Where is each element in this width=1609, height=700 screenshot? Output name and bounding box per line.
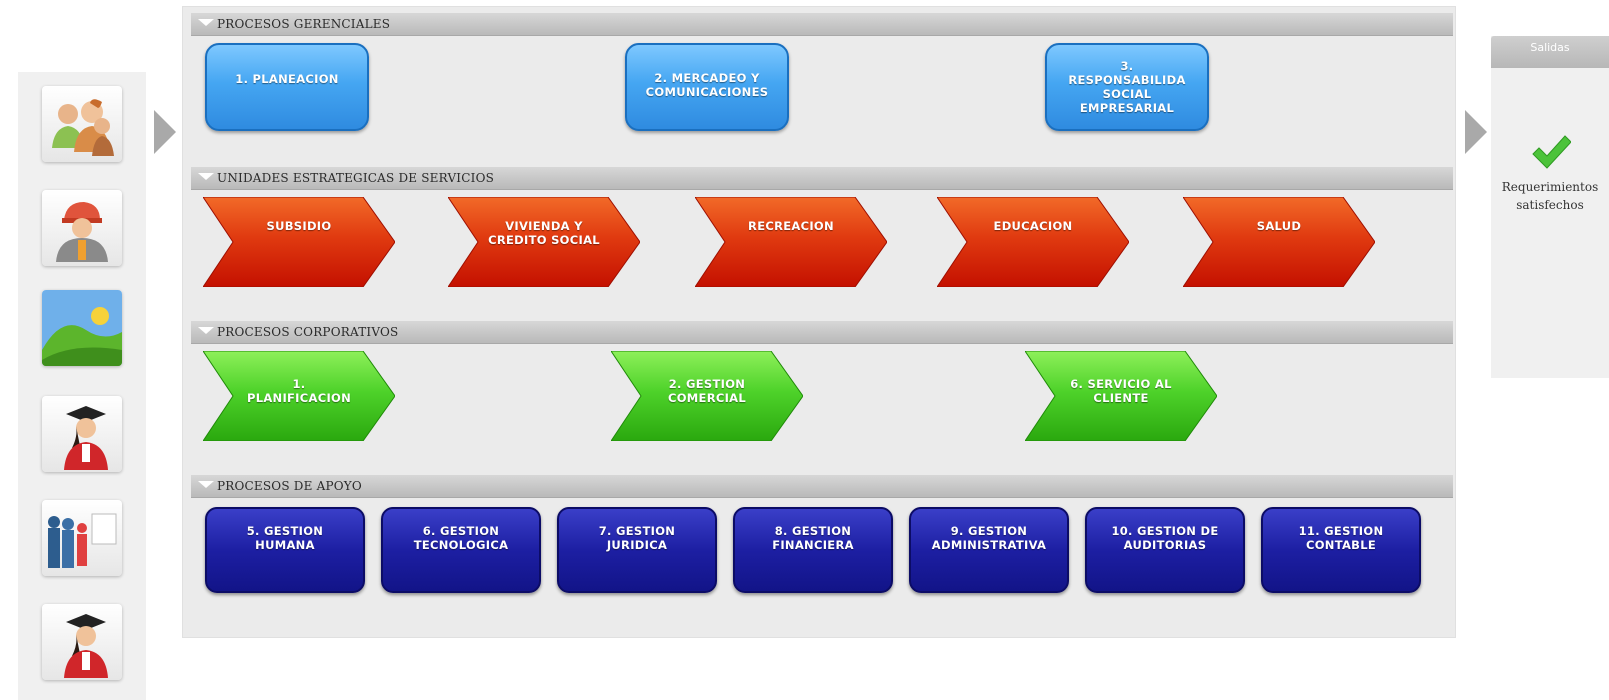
service-chevron[interactable]: SALUD [1183, 197, 1375, 287]
presentation-icon[interactable] [42, 500, 122, 576]
section-title: UNIDADES ESTRATEGICAS DE SERVICIOS [217, 171, 495, 185]
section-header-gerenciales[interactable]: PROCESOS GERENCIALES [191, 13, 1453, 36]
section-title: PROCESOS CORPORATIVOS [217, 325, 399, 339]
section-title: PROCESOS GERENCIALES [217, 17, 391, 31]
output-panel: Salidas Requerimientos satisfechos [1491, 36, 1609, 378]
chevron-label: 2. GESTION COMERCIAL [667, 377, 747, 405]
landscape-icon[interactable] [42, 290, 122, 366]
worker-icon[interactable] [42, 190, 122, 266]
support-process-button[interactable]: 10. GESTION DE AUDITORIAS [1085, 507, 1245, 593]
section-title: PROCESOS DE APOYO [217, 479, 362, 493]
graduate-icon[interactable] [42, 604, 122, 680]
support-process-button[interactable]: 11. GESTION CONTABLE [1261, 507, 1421, 593]
flow-arrow-icon [1463, 110, 1487, 154]
users-group-icon[interactable] [42, 86, 122, 162]
collapse-triangle-icon[interactable] [195, 475, 217, 497]
service-chevron[interactable]: SUBSIDIO [203, 197, 395, 287]
flow-arrow-icon [152, 110, 176, 154]
support-process-button[interactable]: 8. GESTION FINANCIERA [733, 507, 893, 593]
process-button[interactable]: 3. RESPONSABILIDA SOCIAL EMPRESARIAL [1045, 43, 1209, 131]
support-process-button[interactable]: 6. GESTION TECNOLOGICA [381, 507, 541, 593]
support-process-button[interactable]: 7. GESTION JURIDICA [557, 507, 717, 593]
process-button[interactable]: 1. PLANEACION [205, 43, 369, 131]
process-button[interactable]: 2. MERCADEO Y COMUNICACIONES [625, 43, 789, 131]
output-header: Salidas [1491, 36, 1609, 68]
chevron-label: SALUD [1256, 219, 1302, 233]
section-header-corporativos[interactable]: PROCESOS CORPORATIVOS [191, 321, 1453, 344]
chevron-label: 1. PLANIFICACION [246, 377, 352, 405]
section-header-estrategicas[interactable]: UNIDADES ESTRATEGICAS DE SERVICIOS [191, 167, 1453, 190]
service-chevron[interactable]: RECREACION [695, 197, 887, 287]
collapse-triangle-icon[interactable] [195, 167, 217, 189]
corporate-chevron[interactable]: 6. SERVICIO AL CLIENTE [1025, 351, 1217, 441]
input-icons-panel [18, 72, 146, 700]
collapse-triangle-icon[interactable] [195, 321, 217, 343]
chevron-label: SUBSIDIO [266, 219, 332, 233]
section-header-apoyo[interactable]: PROCESOS DE APOYO [191, 475, 1453, 498]
service-chevron[interactable]: VIVIENDA Y CREDITO SOCIAL [448, 197, 640, 287]
output-text: Requerimientos satisfechos [1501, 180, 1599, 212]
support-process-button[interactable]: 9. GESTION ADMINISTRATIVA [909, 507, 1069, 593]
chevron-label: 6. SERVICIO AL CLIENTE [1070, 377, 1172, 405]
checkmark-icon [1531, 134, 1571, 170]
chevron-label: VIVIENDA Y CREDITO SOCIAL [488, 219, 600, 247]
process-map: PROCESOS GERENCIALES 1. PLANEACION 2. ME… [182, 6, 1456, 638]
service-chevron[interactable]: EDUCACION [937, 197, 1129, 287]
chevron-label: RECREACION [748, 219, 834, 233]
collapse-triangle-icon[interactable] [195, 13, 217, 35]
corporate-chevron[interactable]: 2. GESTION COMERCIAL [611, 351, 803, 441]
corporate-chevron[interactable]: 1. PLANIFICACION [203, 351, 395, 441]
support-process-button[interactable]: 5. GESTION HUMANA [205, 507, 365, 593]
graduate-icon[interactable] [42, 396, 122, 472]
chevron-label: EDUCACION [993, 219, 1073, 233]
